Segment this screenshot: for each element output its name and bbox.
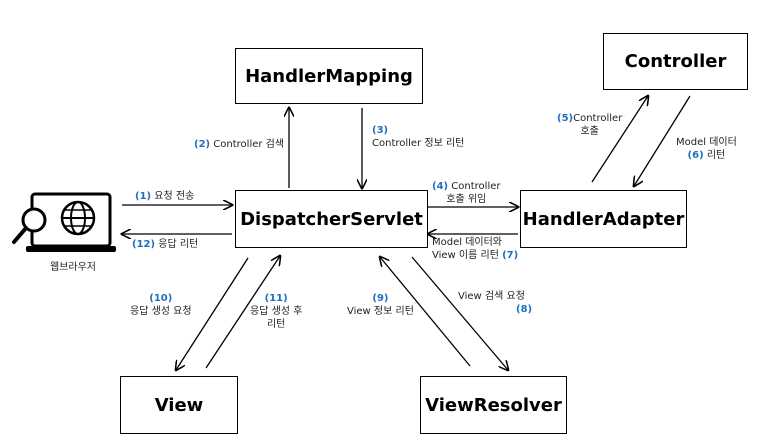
web-browser-label: 웹브라우저 xyxy=(50,262,96,273)
step-number: (11) xyxy=(264,293,288,304)
step-2-label: (2) Controller 검색 xyxy=(194,138,284,151)
step-text-line1: 응답 생성 후 xyxy=(250,306,303,317)
step-number: (7) xyxy=(502,250,519,261)
arrow-9-view-info xyxy=(380,257,471,367)
step-text-line2: 리턴 xyxy=(266,319,286,330)
step-11-label: (11) 응답 생성 후 리턴 xyxy=(250,292,302,331)
step-text: Controller 정보 리턴 xyxy=(372,138,465,149)
controller-box: Controller xyxy=(603,33,748,90)
web-browser-icon xyxy=(12,192,116,252)
step-text: Controller 검색 xyxy=(213,139,285,150)
arrow-6-model-return xyxy=(634,95,691,186)
step-text-line2: 호출 위임 xyxy=(446,194,487,205)
step-text: View 정보 리턴 xyxy=(347,306,414,317)
step-3-label: (3) Controller 정보 리턴 xyxy=(372,124,464,150)
step-10-label: (10) 응답 생성 요청 xyxy=(130,292,192,318)
step-8-label: View 검색 요청 (8) xyxy=(458,290,532,316)
step-7-label: Model 데이터와 View 이름 리턴 (7) xyxy=(432,236,518,262)
step-9-label: (9) View 정보 리턴 xyxy=(347,292,414,318)
step-text: View 검색 요청 xyxy=(458,291,525,302)
step-number: (10) xyxy=(149,293,173,304)
step-number: (5) xyxy=(557,113,574,124)
step-text-line2: 호출 xyxy=(580,126,599,137)
view-resolver-box: ViewResolver xyxy=(420,376,567,434)
step-number: (3) xyxy=(372,125,389,136)
handler-adapter-box: HandlerAdapter xyxy=(520,190,687,248)
step-12-label: (12) 응답 리턴 xyxy=(132,238,198,251)
step-number: (12) xyxy=(132,239,156,250)
step-text: 요청 전송 xyxy=(154,191,195,202)
step-number: (4) xyxy=(432,181,449,192)
step-text-line2: 리턴 xyxy=(706,150,726,161)
arrow-11-render-return xyxy=(205,256,280,369)
step-number: (9) xyxy=(372,293,389,304)
arrow-5-call-controller xyxy=(591,96,648,183)
step-text-line1: Controller xyxy=(451,181,501,192)
arrow-10-render-request xyxy=(176,257,249,370)
step-text-line1: Controller xyxy=(573,113,623,124)
arrow-8-view-search xyxy=(411,256,508,370)
step-5-label: (5)Controller 호출 xyxy=(557,112,622,138)
step-text: 응답 생성 요청 xyxy=(130,306,192,317)
step-number: (2) xyxy=(194,139,211,150)
step-text-line2: View 이름 리턴 xyxy=(432,250,499,261)
step-number: (6) xyxy=(687,150,704,161)
step-number: (1) xyxy=(135,191,152,202)
step-text-line1: Model 데이터 xyxy=(676,137,737,148)
step-6-label: Model 데이터 (6) 리턴 xyxy=(676,136,737,162)
step-text-line1: Model 데이터와 xyxy=(432,237,503,248)
view-box: View xyxy=(120,376,238,434)
step-text: 응답 리턴 xyxy=(158,239,199,250)
step-4-label: (4) Controller 호출 위임 xyxy=(432,180,501,206)
dispatcher-servlet-box: DispatcherServlet xyxy=(235,190,428,248)
step-number: (8) xyxy=(516,304,533,315)
handler-mapping-box: HandlerMapping xyxy=(235,48,423,104)
step-1-label: (1) 요청 전송 xyxy=(135,190,194,203)
